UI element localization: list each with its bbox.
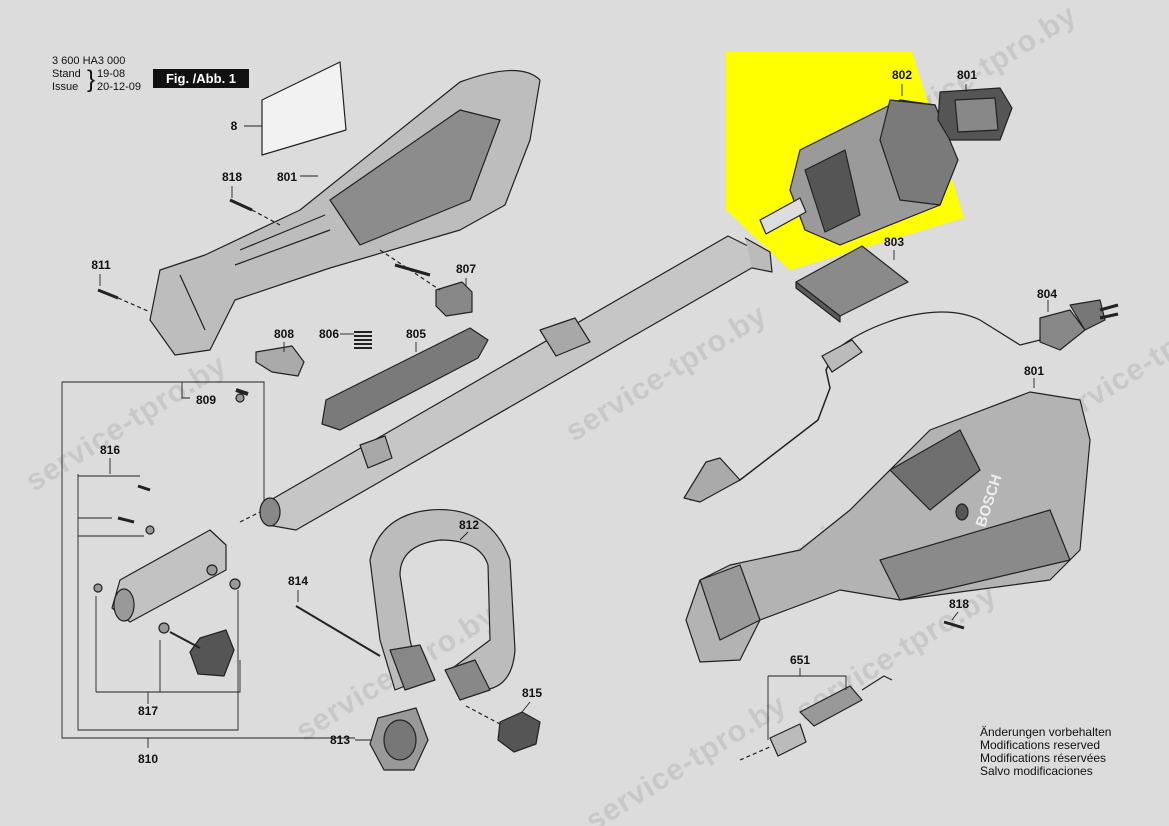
shaft-tube xyxy=(261,235,763,531)
part-label-811: 811 xyxy=(91,258,111,272)
adapter-part xyxy=(111,529,227,623)
label-sheet-part xyxy=(261,61,347,156)
part-label-805: 805 xyxy=(405,327,427,341)
power-cable xyxy=(835,311,1041,351)
note-spanish: Salvo modificaciones xyxy=(980,764,1093,778)
switch-bar-part xyxy=(321,327,489,431)
doc-number: 3 600 HA3 000 xyxy=(52,55,126,67)
part-label-815: 815 xyxy=(521,686,543,700)
part-label-816: 816 xyxy=(99,443,121,457)
part-label-8: 8 xyxy=(230,119,238,133)
knob-part xyxy=(497,711,541,753)
figure-badge: Fig. /Abb. 1 xyxy=(153,69,249,88)
stand-date: 19-08 xyxy=(97,68,126,80)
part-label-807: 807 xyxy=(455,262,477,276)
part-label-651: 651 xyxy=(789,653,811,667)
part-label-809: 809 xyxy=(195,393,217,407)
handle-loop-part xyxy=(369,508,516,691)
part-label-813: 813 xyxy=(329,733,351,747)
stand-label: Stand xyxy=(52,68,81,80)
knob-part-lower xyxy=(189,629,235,677)
part-label-812: 812 xyxy=(458,518,480,532)
part-label-801-lower-housing: 801 xyxy=(1023,364,1045,378)
part-label-818: 818 xyxy=(221,170,243,184)
modifications-notice: Änderungen vorbehalten Modifications res… xyxy=(980,726,1111,778)
part-label-804: 804 xyxy=(1036,287,1058,301)
part-label-803: 803 xyxy=(883,235,905,249)
part-label-801-end-cap: 801 xyxy=(956,68,978,82)
plug-part xyxy=(1039,309,1086,351)
part-label-802: 802 xyxy=(891,68,913,82)
latch-part xyxy=(255,345,305,377)
note-german: Änderungen vorbehalten xyxy=(980,725,1112,739)
part-label-801-upper-housing: 801 xyxy=(276,170,298,184)
issue-label: Issue xyxy=(52,81,79,93)
note-french: Modifications réservées xyxy=(980,751,1107,765)
part-label-817: 817 xyxy=(137,704,159,718)
part-label-814: 814 xyxy=(287,574,309,588)
header-brace: } xyxy=(87,66,96,93)
spring-part xyxy=(354,331,372,349)
part-label-810: 810 xyxy=(137,752,159,766)
motor-assembly xyxy=(759,99,959,246)
note-english: Modifications reserved xyxy=(980,738,1101,752)
part-label-806: 806 xyxy=(318,327,340,341)
clip-part xyxy=(435,281,473,317)
part-label-818-right: 818 xyxy=(948,597,970,611)
issue-date: 20-12-09 xyxy=(97,81,142,93)
part-label-808: 808 xyxy=(273,327,295,341)
